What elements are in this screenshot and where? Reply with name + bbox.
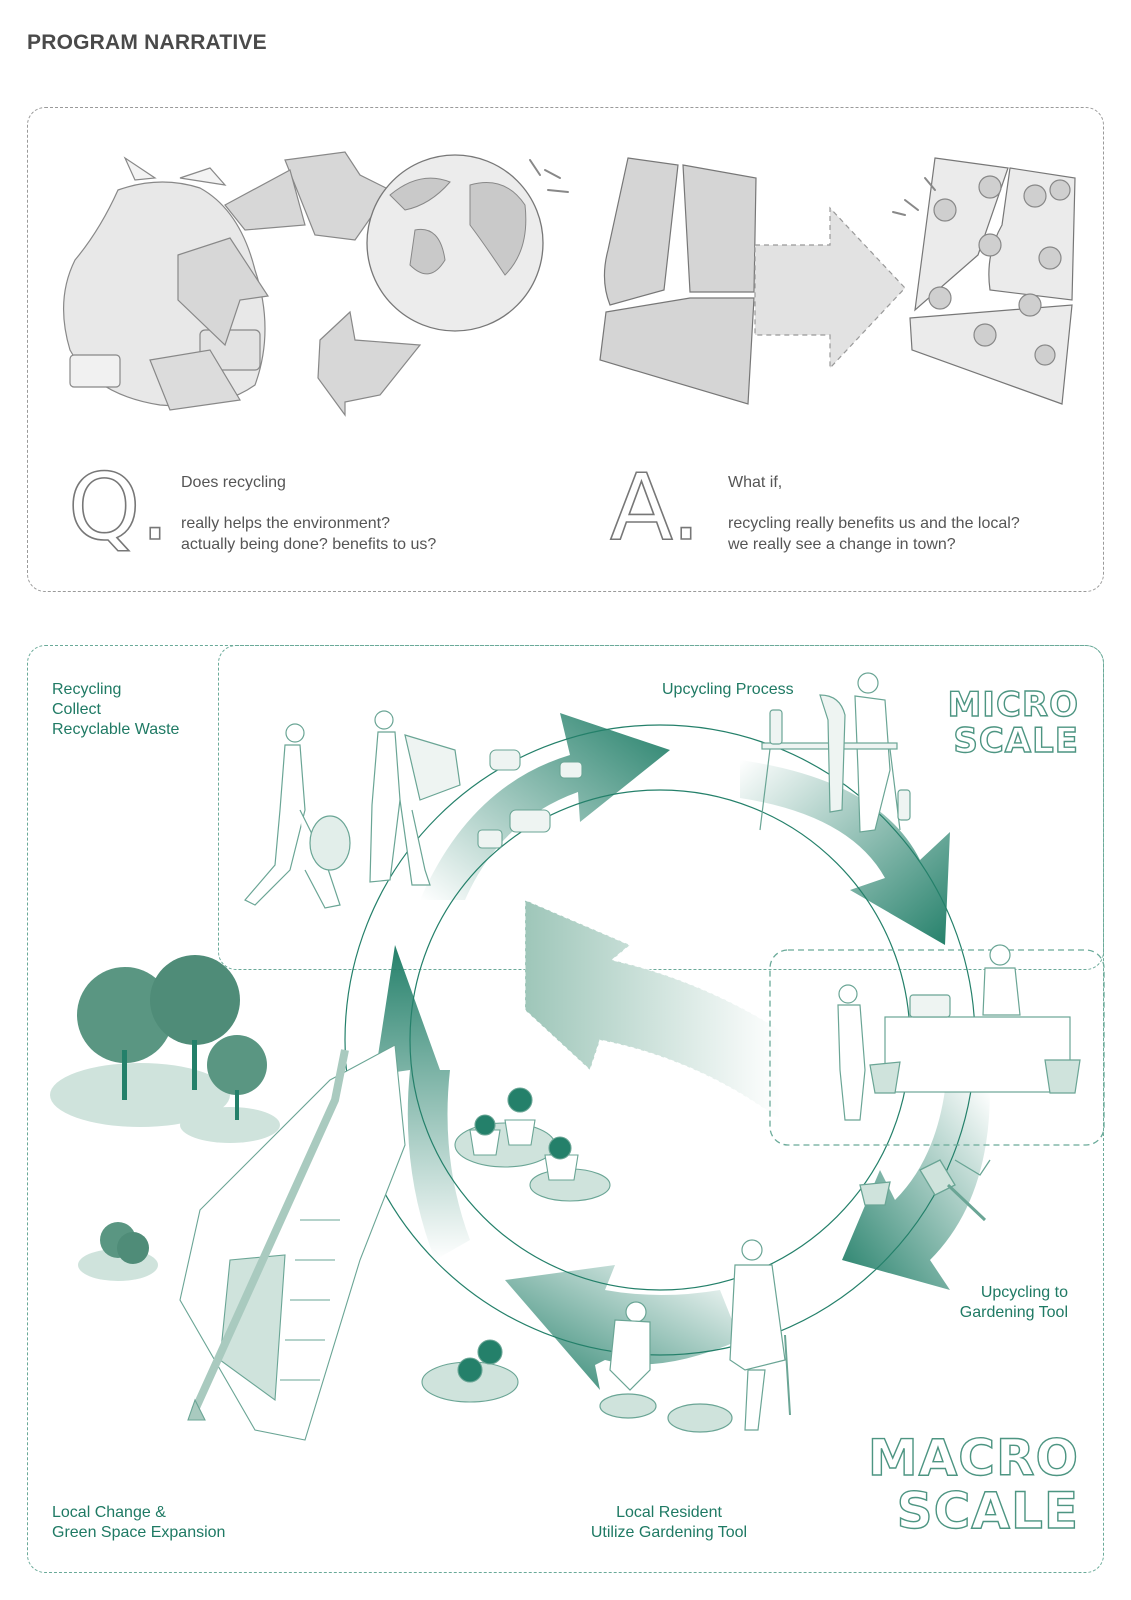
answer-line: recycling really benefits us and the loc… <box>728 515 1020 532</box>
question-text: Does recycling really helps the environm… <box>181 472 436 555</box>
answer-line: What if, <box>728 474 783 491</box>
label-line: Collect <box>52 701 101 718</box>
trees-illustration <box>50 955 280 1281</box>
answer-letter: A. <box>609 454 701 561</box>
globe-illustration <box>366 154 569 332</box>
upcycling-worker-illustration <box>759 672 911 833</box>
label-line: Gardening Tool <box>959 1304 1068 1321</box>
question-letter: Q. <box>67 454 170 561</box>
arrow-local-to-collect <box>375 945 470 1260</box>
label-line: Green Space Expansion <box>52 1524 226 1541</box>
question-line: Does recycling <box>181 474 286 491</box>
gardener-illustration <box>599 1239 791 1433</box>
tool-scene-frame <box>769 949 1105 1146</box>
micro-scale-word: MICRO <box>947 685 1079 725</box>
upcycling-cycle-diagram <box>50 672 1105 1441</box>
town-map-before-illustration <box>599 157 757 405</box>
micro-scale-heading: MICRO SCALE <box>947 685 1079 761</box>
macro-scale-heading: MACRO SCALE <box>867 1429 1079 1540</box>
micro-scale-word: SCALE <box>953 720 1079 761</box>
bottles-icon <box>477 749 583 849</box>
trash-bag-illustration <box>63 156 266 411</box>
town-map-after-illustration <box>892 157 1076 405</box>
label-local-resident: Local Resident Utilize Gardening Tool <box>584 1503 754 1543</box>
top-illustrations <box>63 151 1076 417</box>
label-line: Recycling <box>52 681 122 698</box>
local-town-map-illustration <box>179 1044 406 1441</box>
answer-line: we really see a change in town? <box>728 536 956 553</box>
arrow-upcycle-to-tool <box>740 760 950 945</box>
arrow-collect-to-upcycle <box>420 713 670 900</box>
potted-plants-illustration <box>421 1087 611 1403</box>
label-line: Upcycling Process <box>662 681 794 698</box>
answer-text: What if, recycling really benefits us an… <box>728 472 1020 555</box>
label-line: Local Resident <box>616 1504 722 1521</box>
label-line: Utilize Gardening Tool <box>590 1524 748 1541</box>
question-line: actually being done? benefits to us? <box>181 536 437 553</box>
label-upcycling-process: Upcycling Process <box>662 680 794 700</box>
page-title: PROGRAM NARRATIVE <box>27 31 267 54</box>
question-answer-panel <box>27 107 1104 592</box>
micro-scale-frame <box>218 645 1104 970</box>
recycle-symbol-illustration <box>177 151 422 417</box>
label-line: Recyclable Waste <box>52 721 180 738</box>
gardening-tool-icon <box>859 1159 991 1222</box>
label-upcycling-to-tool: Upcycling to Gardening Tool <box>960 1283 1068 1323</box>
label-recycling: Recycling Collect Recyclable Waste <box>52 680 179 740</box>
people-collecting-illustration <box>244 710 461 909</box>
tool-workshop-illustration <box>837 944 1081 1121</box>
question-line: really helps the environment? <box>181 515 391 532</box>
transformation-arrow-icon <box>754 206 906 370</box>
center-return-arrow <box>524 899 781 1121</box>
label-line: Local Change & <box>52 1504 166 1521</box>
label-line: Upcycling to <box>980 1284 1068 1301</box>
macro-scale-word: MACRO <box>867 1429 1079 1487</box>
arrow-tool-to-resident <box>842 1090 990 1290</box>
macro-scale-word: SCALE <box>896 1481 1079 1540</box>
label-local-change: Local Change & Green Space Expansion <box>52 1503 225 1543</box>
